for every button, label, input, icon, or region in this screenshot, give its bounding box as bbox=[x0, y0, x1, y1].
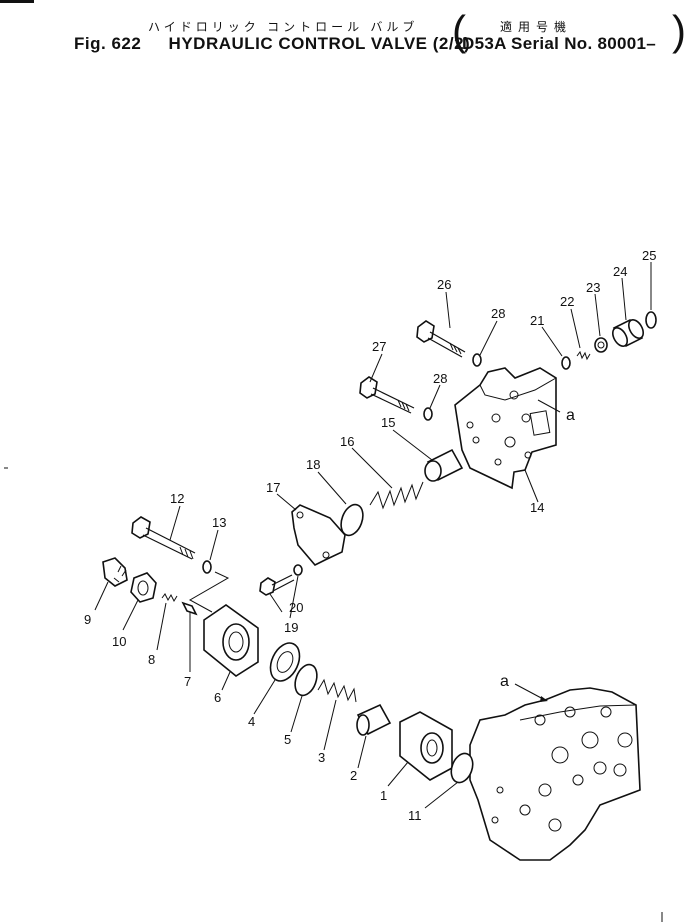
callout-25: 25 bbox=[642, 248, 656, 263]
callout-2: 2 bbox=[350, 768, 357, 783]
cover-plate-17 bbox=[291, 504, 346, 566]
right-paren: ) bbox=[672, 7, 686, 54]
callout-19: 19 bbox=[284, 620, 298, 635]
flange-1 bbox=[399, 711, 453, 781]
washer-28-upper bbox=[472, 353, 482, 367]
pin-7 bbox=[181, 601, 198, 616]
callout-12: 12 bbox=[170, 491, 184, 506]
washer-20 bbox=[293, 564, 303, 576]
callout-15: 15 bbox=[381, 415, 395, 430]
callout-16: 16 bbox=[340, 434, 354, 449]
callout-5: 5 bbox=[284, 732, 291, 747]
sleeve-15 bbox=[424, 448, 464, 482]
plug-23 bbox=[594, 337, 608, 353]
serial-applicability: D53A Serial No. 80001– bbox=[462, 34, 657, 53]
sleeve-24 bbox=[611, 318, 645, 348]
assembly-leader-line bbox=[188, 571, 230, 613]
reference-a-lower: a bbox=[500, 673, 509, 690]
japanese-applicable-models: 適用号機 bbox=[500, 20, 573, 34]
bolt-12 bbox=[131, 516, 196, 560]
callout-20: 20 bbox=[289, 600, 303, 615]
valve-body-lower bbox=[469, 687, 641, 861]
callout-26: 26 bbox=[437, 277, 451, 292]
spring-8 bbox=[161, 593, 178, 603]
housing-6 bbox=[203, 604, 259, 677]
callout-6: 6 bbox=[214, 690, 221, 705]
ring-4 bbox=[269, 642, 301, 682]
valve-body-upper bbox=[454, 367, 557, 490]
callout-13: 13 bbox=[212, 515, 226, 530]
callout-28-lower: 28 bbox=[433, 371, 447, 386]
callout-22: 22 bbox=[560, 294, 574, 309]
o-ring-11 bbox=[450, 752, 474, 784]
bolt-19 bbox=[259, 574, 295, 596]
ring-21 bbox=[561, 356, 571, 370]
plug-9 bbox=[102, 557, 128, 587]
o-ring-25 bbox=[645, 311, 657, 329]
callout-3: 3 bbox=[318, 750, 325, 765]
callout-1: 1 bbox=[380, 788, 387, 803]
bolt-27 bbox=[359, 376, 415, 414]
callout-9: 9 bbox=[84, 612, 91, 627]
page-fraction: (2/2) bbox=[432, 34, 471, 53]
callout-21: 21 bbox=[530, 313, 544, 328]
callout-7: 7 bbox=[184, 674, 191, 689]
callout-27: 27 bbox=[372, 339, 386, 354]
callout-17: 17 bbox=[266, 480, 280, 495]
o-ring-18 bbox=[340, 503, 364, 537]
figure-number: Fig. 622 bbox=[74, 34, 142, 53]
washer-28-lower bbox=[423, 407, 433, 421]
callout-4: 4 bbox=[248, 714, 255, 729]
japanese-title: ハイドロリック コントロール バルブ bbox=[148, 20, 419, 34]
spring-22 bbox=[576, 350, 591, 361]
corner-mark bbox=[0, 0, 34, 3]
o-ring-5 bbox=[294, 663, 318, 697]
callout-23: 23 bbox=[586, 280, 600, 295]
spool-2 bbox=[356, 703, 392, 736]
bolt-26 bbox=[416, 320, 466, 358]
callout-8: 8 bbox=[148, 652, 155, 667]
figure-title: Fig. 622 HYDRAULIC CONTROL VALVE (2/2) bbox=[74, 34, 470, 54]
spring-3 bbox=[317, 678, 357, 703]
title-text: HYDRAULIC CONTROL VALVE bbox=[168, 34, 428, 53]
nut-10 bbox=[130, 572, 157, 603]
callout-28-upper: 28 bbox=[491, 306, 505, 321]
washer-13 bbox=[202, 560, 212, 574]
spring-16 bbox=[369, 481, 424, 510]
reference-a-upper: a bbox=[566, 407, 575, 424]
callout-24: 24 bbox=[613, 264, 627, 279]
callout-18: 18 bbox=[306, 457, 320, 472]
callout-14: 14 bbox=[530, 500, 544, 515]
callout-11: 11 bbox=[408, 808, 422, 823]
leader-lines bbox=[94, 262, 652, 809]
callout-10: 10 bbox=[112, 634, 126, 649]
left-paren: ( bbox=[452, 7, 466, 54]
